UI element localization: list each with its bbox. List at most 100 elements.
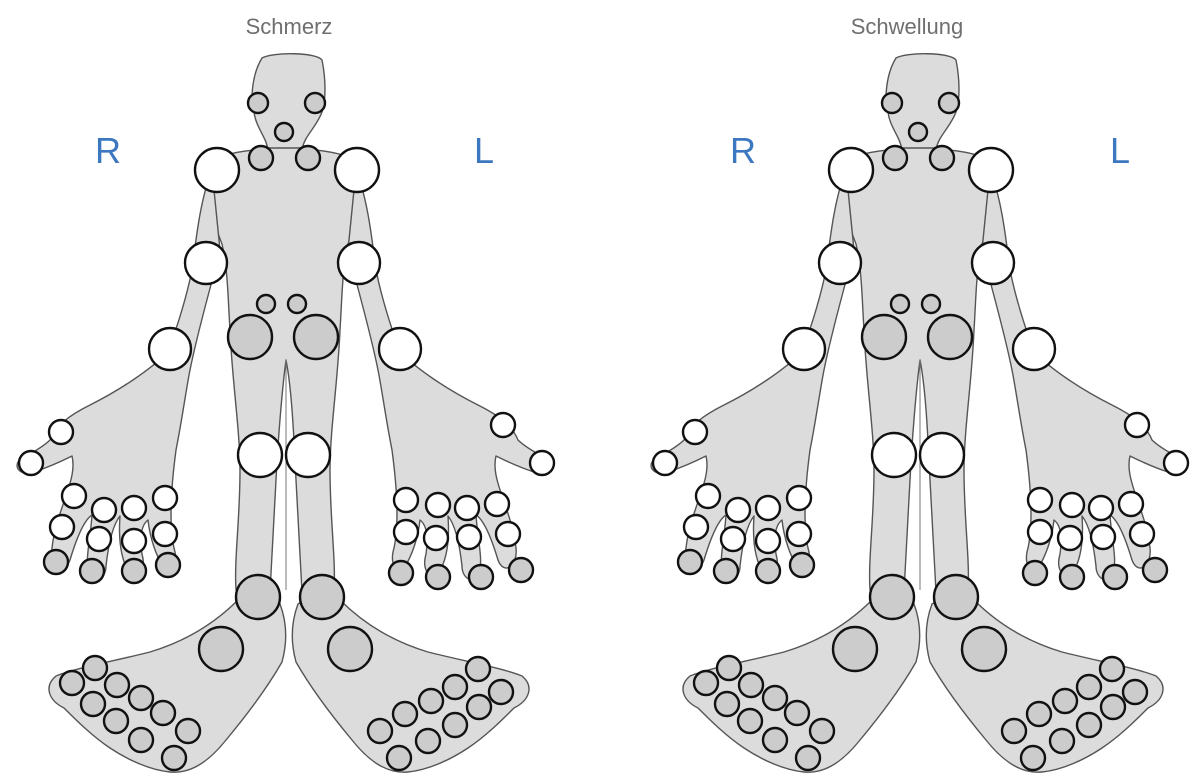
joint-marker-6[interactable] — [969, 148, 1013, 192]
joint-marker-8[interactable] — [972, 242, 1014, 284]
joint-marker-7[interactable] — [185, 242, 227, 284]
joint-marker-42[interactable] — [1058, 526, 1082, 550]
joint-marker-19[interactable] — [833, 627, 877, 671]
joint-marker-0[interactable] — [248, 93, 268, 113]
joint-marker-52[interactable] — [715, 692, 739, 716]
joint-marker-17[interactable] — [870, 575, 914, 619]
joint-marker-28[interactable] — [87, 527, 111, 551]
joint-marker-4[interactable] — [296, 146, 320, 170]
joint-marker-12[interactable] — [922, 295, 940, 313]
joint-marker-36[interactable] — [1164, 451, 1188, 475]
joint-marker-29[interactable] — [756, 529, 780, 553]
joint-marker-40[interactable] — [485, 492, 509, 516]
joint-marker-65[interactable] — [393, 702, 417, 726]
joint-marker-1[interactable] — [305, 93, 325, 113]
joint-marker-46[interactable] — [426, 565, 450, 589]
joint-marker-60[interactable] — [489, 680, 513, 704]
joint-marker-39[interactable] — [1089, 496, 1113, 520]
joint-marker-47[interactable] — [469, 565, 493, 589]
joint-marker-55[interactable] — [785, 701, 809, 725]
joint-marker-68[interactable] — [1021, 746, 1045, 770]
joint-marker-42[interactable] — [424, 526, 448, 550]
joint-marker-51[interactable] — [739, 673, 763, 697]
joint-marker-44[interactable] — [496, 522, 520, 546]
joint-marker-39[interactable] — [455, 496, 479, 520]
joint-marker-19[interactable] — [199, 627, 243, 671]
joint-marker-29[interactable] — [122, 529, 146, 553]
joint-marker-46[interactable] — [1060, 565, 1084, 589]
joint-marker-27[interactable] — [50, 515, 74, 539]
joint-marker-34[interactable] — [156, 553, 180, 577]
joint-marker-67[interactable] — [1002, 719, 1026, 743]
joint-marker-57[interactable] — [176, 719, 200, 743]
joint-marker-38[interactable] — [426, 493, 450, 517]
joint-marker-22[interactable] — [19, 451, 43, 475]
joint-marker-44[interactable] — [1130, 522, 1154, 546]
joint-marker-54[interactable] — [104, 709, 128, 733]
joint-marker-26[interactable] — [153, 486, 177, 510]
joint-marker-67[interactable] — [368, 719, 392, 743]
joint-marker-48[interactable] — [1143, 558, 1167, 582]
joint-marker-41[interactable] — [394, 520, 418, 544]
joint-marker-61[interactable] — [443, 675, 467, 699]
joint-marker-32[interactable] — [80, 559, 104, 583]
joint-marker-58[interactable] — [796, 746, 820, 770]
joint-marker-40[interactable] — [1119, 492, 1143, 516]
joint-marker-59[interactable] — [1100, 657, 1124, 681]
joint-marker-61[interactable] — [1077, 675, 1101, 699]
joint-marker-45[interactable] — [1023, 561, 1047, 585]
joint-marker-8[interactable] — [338, 242, 380, 284]
joint-marker-33[interactable] — [756, 559, 780, 583]
joint-marker-56[interactable] — [763, 728, 787, 752]
joint-marker-28[interactable] — [721, 527, 745, 551]
joint-marker-37[interactable] — [394, 488, 418, 512]
joint-marker-20[interactable] — [328, 627, 372, 671]
joint-marker-12[interactable] — [288, 295, 306, 313]
joint-marker-18[interactable] — [300, 575, 344, 619]
joint-marker-7[interactable] — [819, 242, 861, 284]
joint-marker-36[interactable] — [530, 451, 554, 475]
joint-marker-25[interactable] — [122, 496, 146, 520]
joint-marker-15[interactable] — [238, 433, 282, 477]
joint-marker-64[interactable] — [1077, 713, 1101, 737]
joint-marker-47[interactable] — [1103, 565, 1127, 589]
joint-marker-31[interactable] — [44, 550, 68, 574]
joint-marker-59[interactable] — [466, 657, 490, 681]
joint-marker-13[interactable] — [228, 315, 272, 359]
joint-marker-16[interactable] — [920, 433, 964, 477]
joint-marker-11[interactable] — [891, 295, 909, 313]
joint-marker-49[interactable] — [83, 656, 107, 680]
joint-marker-58[interactable] — [162, 746, 186, 770]
joint-marker-21[interactable] — [49, 420, 73, 444]
joint-marker-37[interactable] — [1028, 488, 1052, 512]
joint-marker-5[interactable] — [829, 148, 873, 192]
joint-marker-17[interactable] — [236, 575, 280, 619]
joint-marker-15[interactable] — [872, 433, 916, 477]
joint-marker-63[interactable] — [419, 689, 443, 713]
joint-marker-9[interactable] — [149, 328, 191, 370]
joint-marker-3[interactable] — [883, 146, 907, 170]
joint-marker-53[interactable] — [129, 686, 153, 710]
joint-marker-49[interactable] — [717, 656, 741, 680]
joint-marker-50[interactable] — [60, 671, 84, 695]
joint-marker-4[interactable] — [930, 146, 954, 170]
joint-marker-38[interactable] — [1060, 493, 1084, 517]
joint-marker-25[interactable] — [756, 496, 780, 520]
joint-marker-50[interactable] — [694, 671, 718, 695]
joint-marker-22[interactable] — [653, 451, 677, 475]
joint-marker-66[interactable] — [416, 729, 440, 753]
joint-marker-51[interactable] — [105, 673, 129, 697]
joint-marker-32[interactable] — [714, 559, 738, 583]
joint-marker-66[interactable] — [1050, 729, 1074, 753]
joint-marker-6[interactable] — [335, 148, 379, 192]
joint-marker-23[interactable] — [62, 484, 86, 508]
joint-marker-13[interactable] — [862, 315, 906, 359]
joint-marker-10[interactable] — [379, 328, 421, 370]
joint-marker-10[interactable] — [1013, 328, 1055, 370]
joint-marker-0[interactable] — [882, 93, 902, 113]
joint-marker-68[interactable] — [387, 746, 411, 770]
joint-marker-11[interactable] — [257, 295, 275, 313]
joint-marker-26[interactable] — [787, 486, 811, 510]
joint-marker-41[interactable] — [1028, 520, 1052, 544]
joint-marker-14[interactable] — [928, 315, 972, 359]
